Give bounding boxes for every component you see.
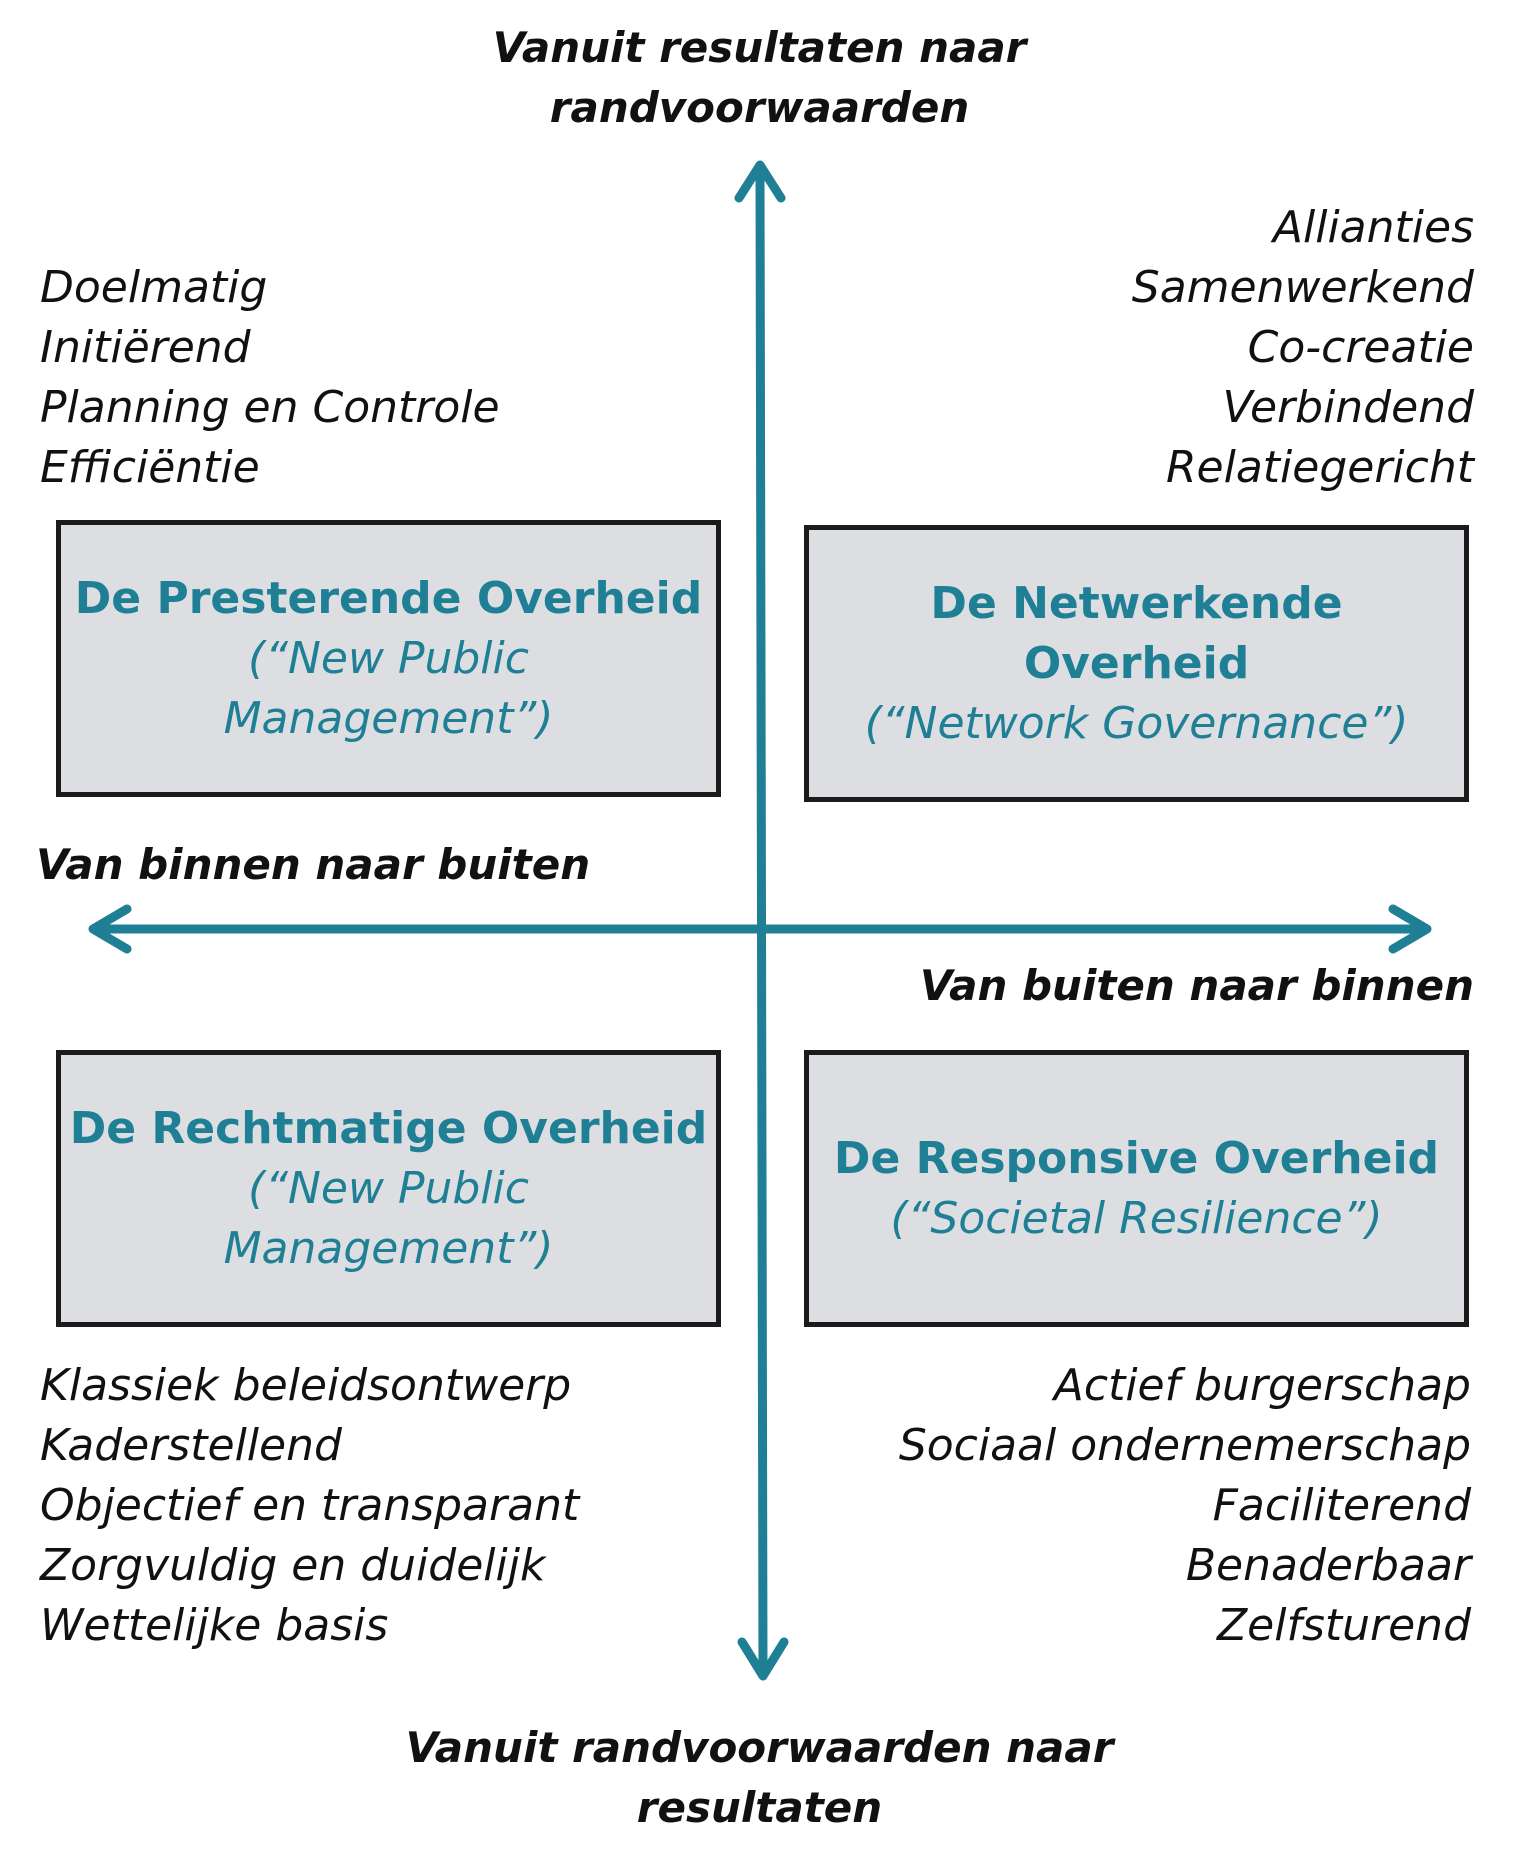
quadrant-subtitle: (“Societal Resilience”) [890, 1189, 1382, 1249]
quadrant-subtitle-line: Management”) [223, 1222, 554, 1274]
axis-label-top-line: Vanuit resultaten naar [492, 23, 1027, 72]
keyword-item: Efficiëntie [40, 442, 260, 493]
quadrant-box-bottom-left: De Rechtmatige Overheid (“New Public Man… [56, 1050, 721, 1327]
keywords-bottom-left: Klassiek beleidsontwerp Kaderstellend Ob… [40, 1356, 579, 1656]
quadrant-subtitle: (“Network Governance”) [865, 694, 1409, 754]
vertical-axis [755, 165, 768, 1675]
keyword-item: Kaderstellend [40, 1420, 342, 1471]
quadrant-subtitle-line: (“New Public [248, 632, 529, 684]
keyword-item: Relatiegericht [1165, 442, 1474, 493]
keyword-item: Planning en Controle [40, 382, 500, 433]
keyword-item: Sociaal ondernemerschap [898, 1420, 1471, 1471]
keyword-item: Zorgvuldig en duidelijk [40, 1540, 546, 1591]
axis-label-bottom-line: resultaten [636, 1783, 883, 1832]
keyword-item: Faciliterend [1212, 1480, 1471, 1531]
axis-label-left: Van binnen naar buiten [36, 840, 591, 889]
quadrant-subtitle: (“New Public Management”) [224, 629, 554, 749]
keyword-item: Verbindend [1222, 382, 1474, 433]
quadrant-subtitle-line: (“New Public [248, 1162, 529, 1214]
keyword-item: Doelmatig [40, 262, 268, 313]
keyword-item: Actief burgerschap [1053, 1360, 1471, 1411]
arrow-head-right-icon [1388, 904, 1432, 954]
keywords-top-left: Doelmatig Initiërend Planning en Control… [40, 258, 500, 498]
axis-label-right: Van buiten naar binnen [919, 961, 1474, 1010]
arrow-head-up-icon [734, 160, 786, 203]
keyword-item: Klassiek beleidsontwerp [40, 1360, 572, 1411]
quadrant-subtitle-line: (“Societal Resilience”) [890, 1192, 1383, 1244]
quadrant-title: De Netwerkende Overheid [930, 574, 1342, 694]
quadrant-title-line: De Rechtmatige Overheid [69, 1102, 708, 1154]
quadrant-title-line: De Netwerkende [930, 577, 1343, 629]
keywords-bottom-right: Actief burgerschap Sociaal ondernemersch… [899, 1356, 1471, 1656]
axis-label-top: Vanuit resultaten naar randvoorwaarden [0, 18, 1519, 138]
keywords-top-right: Allianties Samenwerkend Co-creatie Verbi… [1132, 198, 1474, 498]
quadrant-subtitle: (“New Public Management”) [224, 1159, 554, 1279]
quadrant-box-top-left: De Presterende Overheid (“New Public Man… [56, 520, 721, 797]
quadrant-box-top-right: De Netwerkende Overheid (“Network Govern… [804, 525, 1469, 802]
axis-label-bottom-line: Vanuit randvoorwaarden naar [405, 1723, 1114, 1772]
quadrant-box-bottom-right: De Responsive Overheid (“Societal Resili… [804, 1050, 1469, 1327]
arrow-head-down-icon [737, 1637, 789, 1681]
keyword-item: Benaderbaar [1185, 1540, 1471, 1591]
quadrant-title: De Presterende Overheid [75, 569, 702, 629]
keyword-item: Allianties [1272, 202, 1474, 253]
quadrant-title-line: De Responsive Overheid [833, 1132, 1440, 1184]
keyword-item: Samenwerkend [1131, 262, 1474, 313]
quadrant-subtitle-line: (“Network Governance”) [864, 697, 1409, 749]
axis-label-bottom: Vanuit randvoorwaarden naar resultaten [0, 1718, 1519, 1838]
quadrant-title: De Responsive Overheid [834, 1129, 1439, 1189]
axis-label-top-line: randvoorwaarden [549, 83, 970, 132]
keyword-item: Wettelijke basis [40, 1600, 389, 1651]
quadrant-title-line: De Presterende Overheid [74, 572, 703, 624]
keyword-item: Initiërend [40, 322, 251, 373]
quadrant-title-line: Overheid [1023, 637, 1250, 689]
keyword-item: Zelfsturend [1217, 1600, 1471, 1651]
quadrant-subtitle-line: Management”) [223, 692, 554, 744]
quadrant-title: De Rechtmatige Overheid [70, 1099, 708, 1159]
arrow-head-left-icon [88, 904, 132, 954]
keyword-item: Co-creatie [1247, 322, 1474, 373]
keyword-item: Objectief en transparant [40, 1480, 580, 1531]
